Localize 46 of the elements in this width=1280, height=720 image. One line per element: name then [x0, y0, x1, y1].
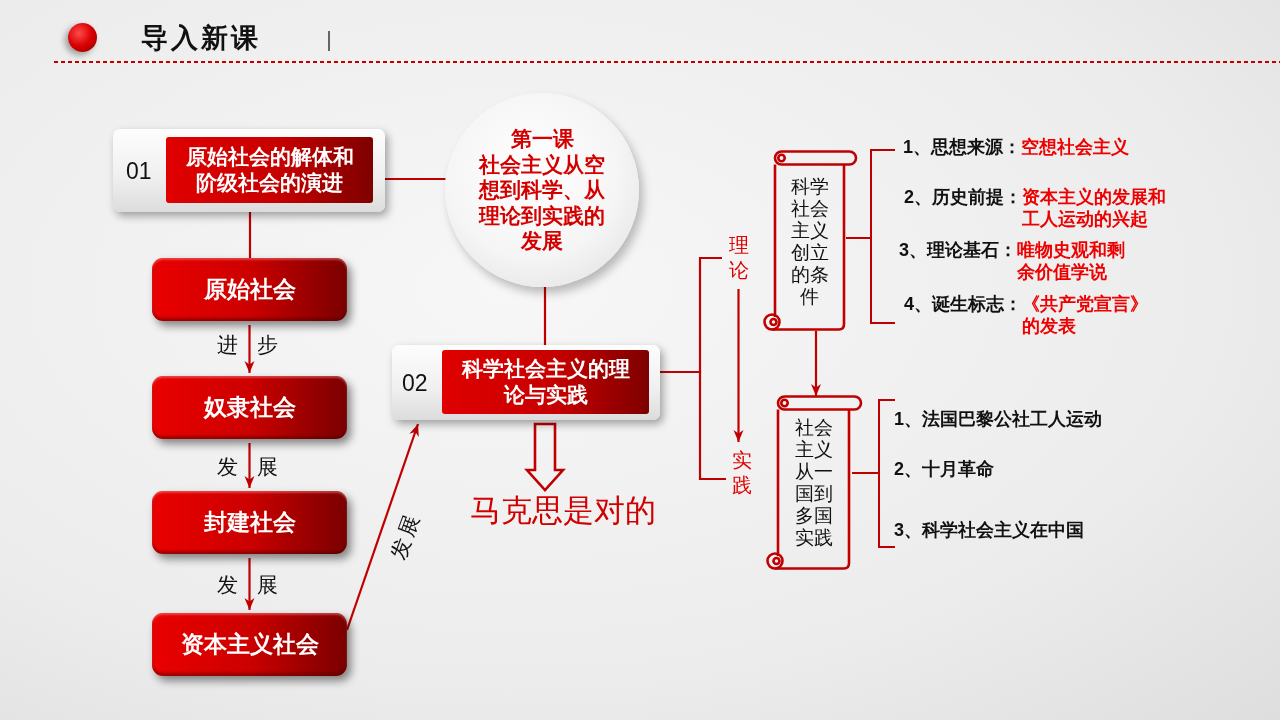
item-heading: 3、理论基石： — [899, 239, 1017, 261]
stage-box: 原始社会 — [152, 258, 347, 321]
stage-box: 资本主义社会 — [152, 613, 347, 676]
number-label: 01 — [126, 156, 152, 185]
scroll-text: 科学社会主义创立的条件 — [789, 176, 830, 308]
item-text: 资本主义的发展和工人运动的兴起 — [1022, 186, 1167, 230]
scroll-text: 社会主义从一国到多国实践 — [793, 417, 834, 549]
side-label: 实践 — [731, 448, 752, 498]
item-text: 《共产党宣言》的发表 — [1022, 293, 1149, 337]
arrow — [244, 325, 255, 373]
item-heading: 4、诞生标志： — [904, 293, 1022, 315]
connector-line — [543, 287, 547, 345]
item-heading: 2、十月革命 — [894, 458, 994, 480]
scroll-banner — [763, 150, 858, 331]
title: 导入新课 — [141, 22, 261, 54]
item-heading: 3、科学社会主义在中国 — [894, 519, 1084, 541]
item-heading: 1、法国巴黎公社工人运动 — [894, 408, 1102, 430]
title-box: 原始社会的解体和阶级社会的演进 — [166, 137, 373, 203]
number-label: 02 — [402, 368, 428, 397]
item-heading: 2、历史前提： — [904, 186, 1022, 208]
stage-box: 奴隶社会 — [152, 376, 347, 439]
scroll-banner — [766, 395, 863, 570]
arrow — [733, 289, 744, 442]
connector-line — [660, 370, 726, 481]
conclusion-text: 马克思是对的 — [470, 493, 656, 529]
connector-line — [385, 177, 446, 181]
title-box: 科学社会主义的理论与实践 — [442, 350, 649, 414]
edge-label: 进步 — [217, 334, 278, 356]
arrow — [244, 443, 255, 488]
edge-label: 发展 — [385, 511, 425, 563]
stage-box: 封建社会 — [152, 491, 347, 554]
number-card — [392, 345, 660, 420]
item-text: 唯物史观和剩余价值学说 — [1017, 239, 1126, 283]
arrow — [345, 423, 420, 631]
arrow — [811, 331, 821, 396]
circle-heading: 第一课 — [510, 126, 574, 152]
circle-text: 社会主义从空想到科学、从理论到实践的发展 — [478, 151, 606, 254]
edge-label: 发展 — [217, 574, 278, 596]
arrow — [244, 558, 255, 610]
connector-line — [248, 212, 252, 258]
hollow-arrow — [524, 422, 566, 492]
number-card — [113, 129, 385, 212]
item-heading: 1、思想来源： — [903, 136, 1021, 158]
item-text: 空想社会主义 — [1021, 136, 1130, 158]
edge-label: 发展 — [217, 456, 278, 478]
side-label: 理论 — [728, 233, 749, 283]
